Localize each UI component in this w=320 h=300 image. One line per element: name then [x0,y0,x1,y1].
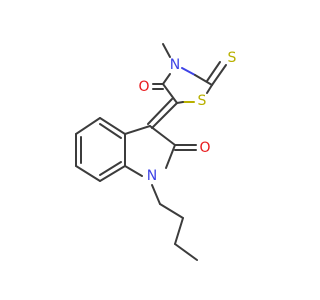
bond-c7-c7a-inner [99,161,122,176]
atom-s-ring: S [198,93,207,109]
atom-s-thione: S [228,50,237,66]
bond-n1-c7a [124,165,143,177]
bond-c2-n1 [165,144,176,169]
bond-butyl-1 [159,203,184,219]
atom-n-thiazolidine: N [170,57,180,73]
bond-c-thione-1 [211,64,227,86]
bond-s-c5-2 [176,101,184,104]
bond-n-ch2 [151,184,161,205]
bond-n-cs [181,67,196,76]
bond-butyl-3 [174,243,198,261]
bond-c7-c7a [99,165,126,182]
bond-exocyclic-1 [151,102,178,129]
bond-c6-c7 [75,165,101,182]
bond-n-cs-2 [194,74,213,86]
structure-drawing: N S S O O N [75,43,237,261]
bond-c5-c4 [162,83,178,104]
molecule-diagram: N S S O O N [75,43,237,261]
bond-c4-n [162,73,171,85]
bond-exocyclic-2 [147,98,173,125]
bond-c4-c5 [75,117,101,135]
bond-c3a-c4 [99,117,126,135]
bond-c-thione-2 [206,61,221,82]
bond-c3-c3a [124,125,151,135]
atom-o-indolinone: O [199,140,210,156]
bond-cs-s [206,84,213,94]
bond-c3-c2 [149,125,176,146]
bond-butyl-2 [174,217,184,245]
bond-c3a-c4-inner [99,123,122,139]
atom-o-thiazolidine: O [138,79,149,95]
bond-methyl-n [162,43,171,58]
atom-n-indole: N [147,168,157,184]
